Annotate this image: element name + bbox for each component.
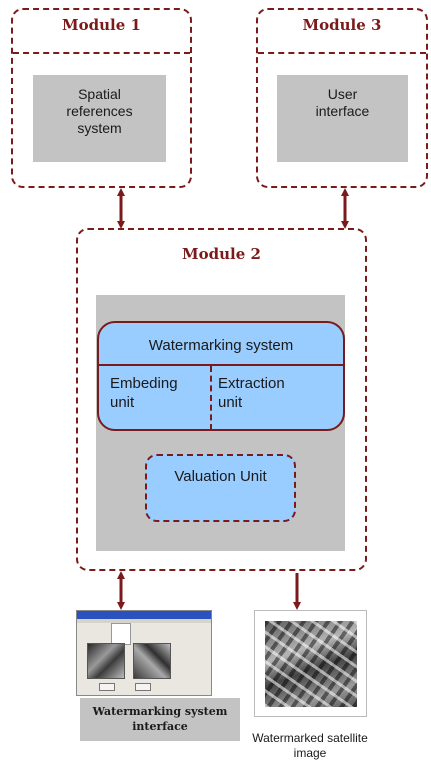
interface-dropdown-menu: [111, 623, 131, 645]
satellite-image: [265, 621, 357, 707]
watermarking-system-label: Watermarking system: [148, 337, 294, 354]
interface-button-1: [99, 683, 115, 691]
interface-image-left: [87, 643, 125, 679]
module-3-content-box: [277, 75, 408, 162]
interface-caption: Watermarking system interface: [92, 705, 228, 733]
module-1-divider: [13, 52, 190, 54]
module-1-content-label: Spatial references system: [66, 86, 133, 136]
module-3-box: [256, 8, 428, 188]
module-3-divider: [258, 52, 426, 54]
watermarking-system-box: [97, 321, 345, 431]
extraction-unit-label: Extraction unit: [218, 375, 285, 411]
module-3-content-label: User interface: [315, 86, 370, 119]
module-3-title: Module 3: [302, 16, 382, 34]
interface-button-2: [135, 683, 151, 691]
satellite-image-frame: [254, 610, 367, 717]
unit-separator: [210, 366, 212, 430]
interface-screenshot: [76, 610, 212, 696]
interface-titlebar: [77, 611, 211, 619]
valuation-unit-box: [145, 454, 296, 522]
embeding-unit-label: Embeding unit: [110, 375, 178, 411]
interface-menubar: [77, 619, 211, 623]
interface-caption-box: [80, 698, 240, 741]
watermarking-system-divider: [98, 364, 344, 366]
module-2-box: [76, 228, 367, 571]
module-2-title: Module 2: [182, 245, 261, 263]
valuation-unit-label: Valuation Unit: [174, 468, 267, 485]
interface-image-right: [133, 643, 171, 679]
module-1-title: Module 1: [62, 16, 141, 34]
module-1-box: [11, 8, 192, 188]
satellite-caption: Watermarked satellite image: [252, 731, 368, 760]
module-1-content-box: [33, 75, 166, 162]
